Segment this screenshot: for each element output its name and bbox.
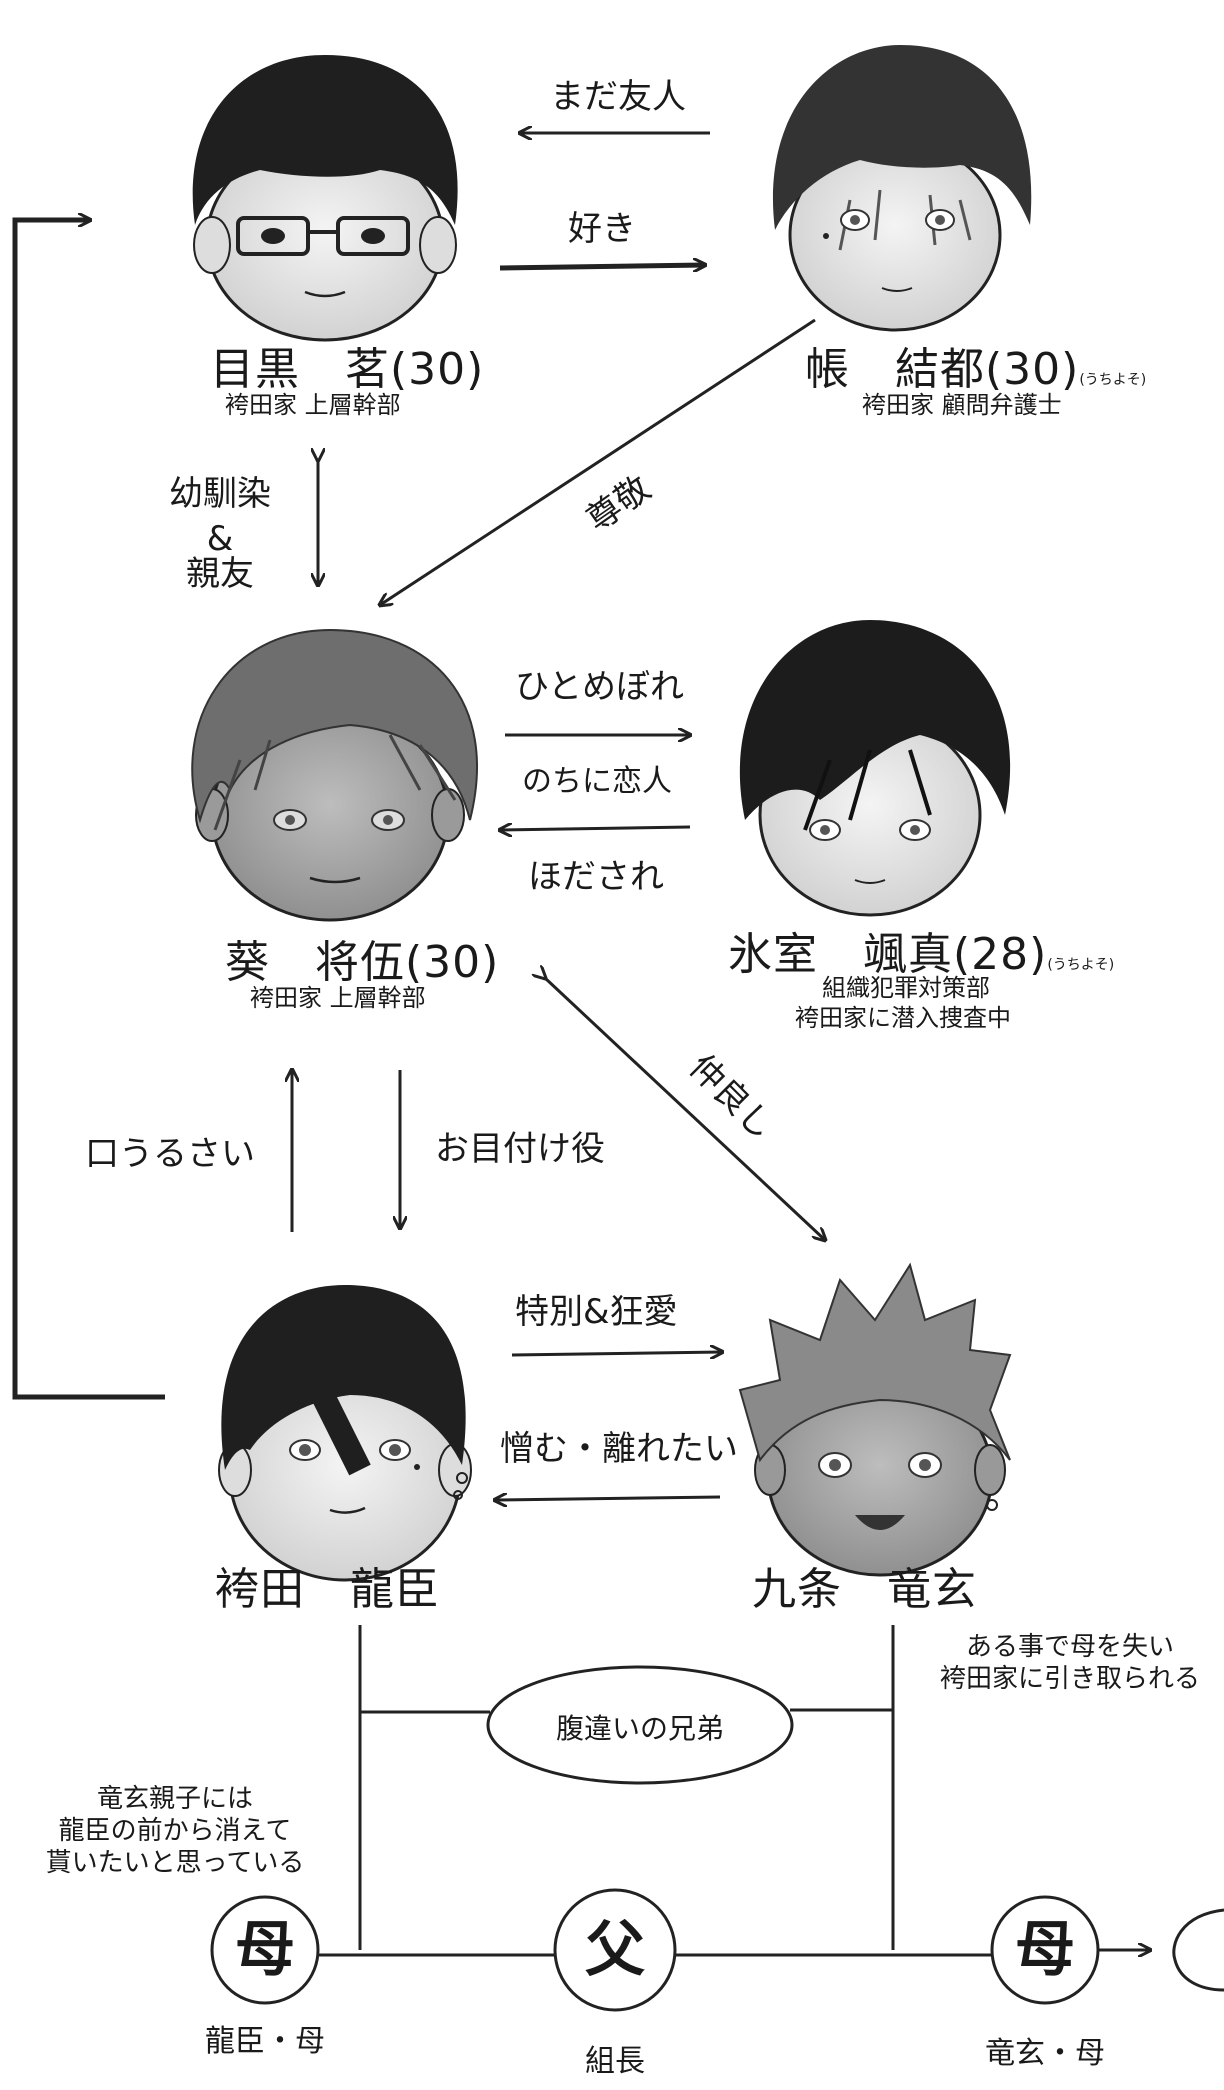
note-cho: (うちよそ) (1079, 372, 1147, 388)
arrow-tokubetsu (511, 1352, 722, 1355)
arrow-nikumu (495, 1497, 721, 1500)
role-cho: 袴田家 顧問弁護士 (862, 391, 1062, 419)
label-father: 組長 (585, 2044, 645, 2079)
note-himuro: (うちよそ) (1047, 957, 1115, 973)
label-ometsuke: お目付け役 (435, 1129, 605, 1169)
father-glyph: 父 (585, 1915, 645, 1985)
portrait-aoi (191, 628, 478, 922)
label-amp: & (206, 519, 234, 559)
name-himuro: 氷室 颯真(28)(うちよそ) (728, 929, 1115, 981)
arrow-loop-hakamada-meguro (12, 220, 165, 1400)
name-aoi: 葵 将伍(30) (225, 937, 500, 988)
note-left-2: 龍臣の前から消えて (58, 1816, 292, 1846)
portrait-cho (772, 45, 1032, 332)
mother-left-circle (210, 1895, 320, 2005)
name-meguro: 目黒 茗(30) (210, 344, 485, 395)
partial-oval (1172, 1908, 1224, 1992)
mother-left-glyph: 母 (235, 1915, 295, 1985)
family-tree (210, 1625, 1224, 2012)
label-shinyu: 親友 (186, 554, 254, 594)
label-nochini: のちに恋人 (522, 764, 672, 799)
portrait-himuro (739, 620, 1011, 917)
note-right-2: 袴田家に引き取られる (939, 1664, 1200, 1694)
note-left-3: 貰いたいと思っている (45, 1848, 305, 1878)
arrow-nakayoshi (545, 978, 825, 1240)
name-himuro-text: 氷室 颯真(28) (728, 929, 1048, 980)
label-mada-yujin: まだ友人 (550, 77, 686, 117)
role-himuro-2: 袴田家に潜入捜査中 (795, 1004, 1011, 1032)
note-right-1: ある事で母を失い (965, 1632, 1174, 1662)
label-mother-left: 龍臣・母 (205, 2024, 325, 2059)
note-left-1: 竜玄親子には (96, 1784, 253, 1814)
label-suki: 好き (568, 209, 636, 249)
arrow-sonkei (380, 318, 816, 605)
label-hodasare: ほだされ (528, 857, 664, 897)
arrow-hodasare (500, 827, 691, 830)
label-hitomebore: ひとめぼれ (515, 667, 684, 707)
arrow-suki (499, 265, 705, 268)
label-kuchiurusai: 口うるさい (85, 1134, 255, 1174)
label-half-brothers: 腹違いの兄弟 (555, 1712, 724, 1745)
name-hakamada: 袴田 龍臣 (215, 1564, 440, 1615)
portrait-hakamada (218, 1285, 472, 1582)
role-aoi: 袴田家 上層幹部 (250, 984, 426, 1012)
role-meguro: 袴田家 上層幹部 (225, 391, 401, 419)
name-kujo: 九条 竜玄 (752, 1564, 977, 1615)
name-cho: 帳 結都(30)(うちよそ) (805, 344, 1147, 396)
relation-arrows (12, 133, 825, 1500)
name-cho-text: 帳 結都(30) (805, 344, 1080, 395)
portrait-kujo (738, 1262, 1012, 1577)
role-himuro-1: 組織犯罪対策部 (822, 974, 990, 1002)
label-mother-right: 竜玄・母 (985, 2036, 1105, 2071)
label-tokubetsu: 特別&狂愛 (515, 1292, 678, 1332)
mother-right-glyph: 母 (1015, 1915, 1075, 1985)
half-brothers-oval (486, 1665, 794, 1785)
portrait-meguro (192, 55, 458, 342)
label-nikumu: 憎む・離れたい (500, 1429, 738, 1469)
label-osananajimi: 幼馴染 (169, 474, 271, 514)
father-circle (553, 1888, 677, 2012)
